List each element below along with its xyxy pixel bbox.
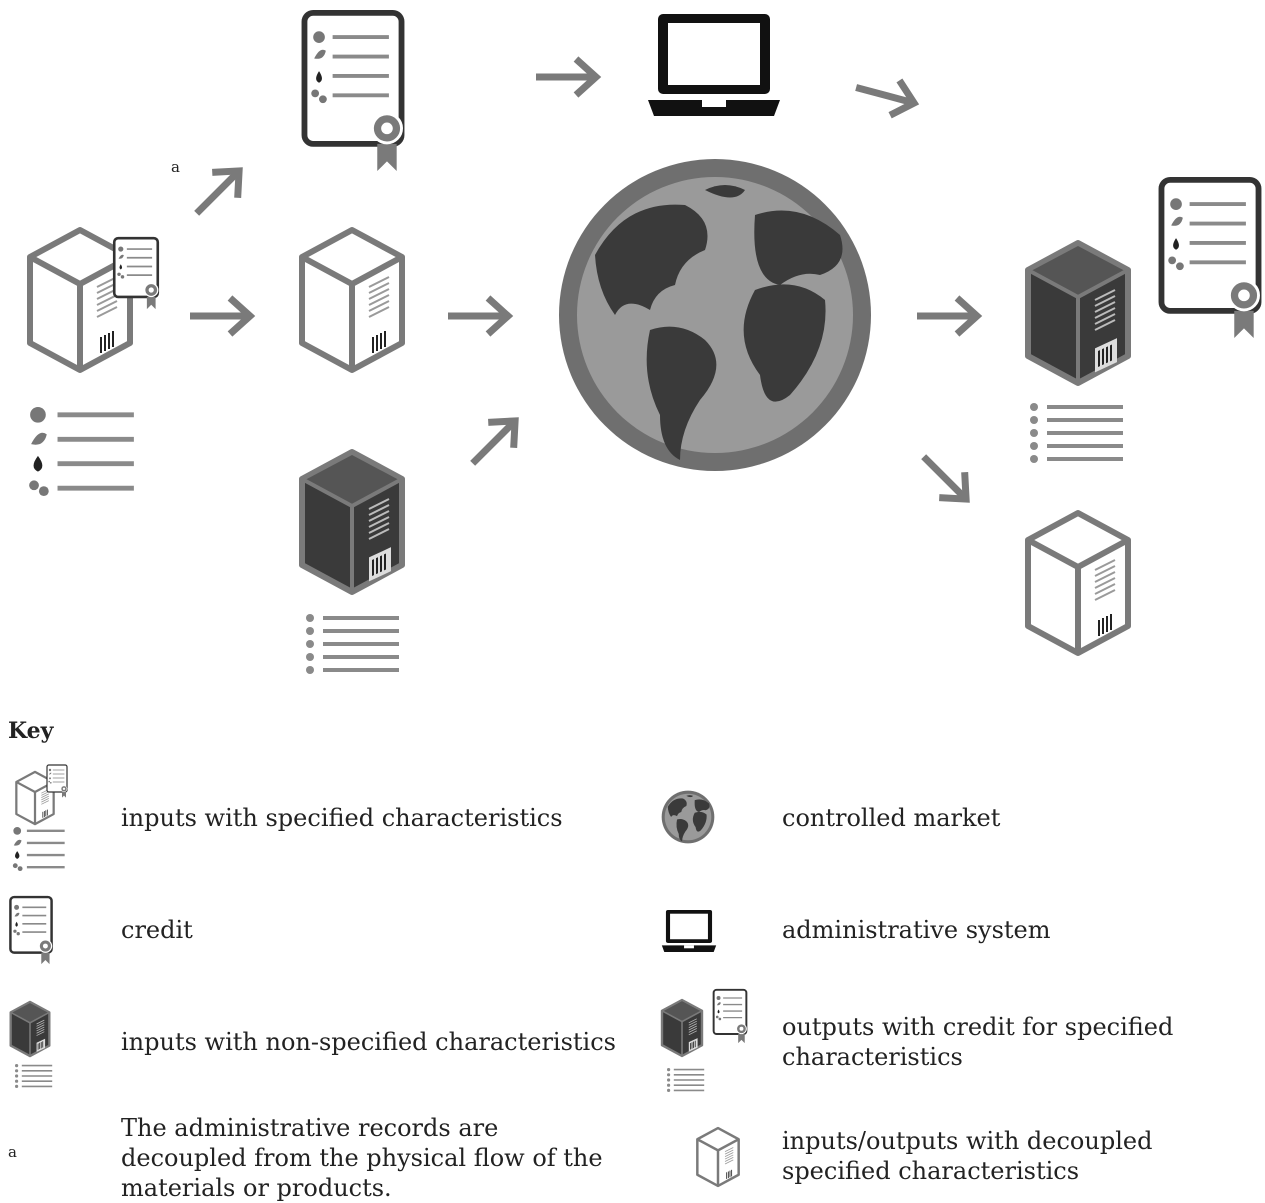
non-specified-input-box-icon — [296, 447, 408, 597]
key-white-box-icon — [695, 1126, 741, 1188]
key-label-non-specified-inputs: inputs with non-specified characteristic… — [121, 1028, 616, 1056]
key-specified-input-icon — [10, 764, 70, 872]
key-label-administrative-system: administrative system — [782, 916, 1051, 944]
key-note-marker: a — [8, 1143, 17, 1161]
key-label-outputs-with-credit: outputs with credit for specified charac… — [782, 1013, 1174, 1071]
arrow-right-icon — [188, 294, 258, 338]
output-white-box-icon — [1022, 508, 1134, 658]
decoupled-input-box-icon — [296, 225, 408, 375]
credit-certificate-icon — [298, 8, 408, 173]
arrow-up-right-icon — [456, 400, 537, 481]
output-credit-certificate-icon — [1155, 175, 1265, 340]
bullet-list-icon — [306, 614, 401, 674]
arrow-down-right-icon — [838, 63, 938, 129]
key-label-controlled-market: controlled market — [782, 804, 1001, 832]
attached-credit-icon — [112, 236, 160, 310]
key-laptop-icon — [661, 909, 717, 953]
globe-icon — [555, 155, 875, 475]
key-non-specified-icon — [8, 1000, 52, 1058]
key-title: Key — [8, 718, 54, 744]
output-dark-box-icon — [1022, 238, 1134, 388]
arrow-right-icon — [915, 294, 985, 338]
arrow-up-right-icon — [180, 150, 261, 231]
key-output-credit-icon — [660, 988, 750, 1098]
note-marker: a — [171, 158, 180, 176]
key-label-decoupled-characteristics: inputs/outputs with decoupled specified … — [782, 1127, 1153, 1185]
characteristics-list-icon — [28, 405, 136, 498]
bullet-list-icon — [14, 1064, 54, 1088]
arrow-down-right-icon — [907, 440, 988, 521]
key-globe-icon — [661, 790, 715, 844]
bullet-list-icon — [1030, 403, 1125, 463]
key-label-credit: credit — [121, 916, 193, 944]
key-credit-icon — [8, 895, 54, 965]
arrow-right-icon — [446, 294, 516, 338]
arrow-right-icon — [534, 55, 604, 99]
laptop-icon — [646, 12, 782, 118]
key-note-text: The administrative records are decoupled… — [121, 1114, 603, 1202]
key-label-specified-inputs: inputs with specified characteristics — [121, 804, 563, 832]
